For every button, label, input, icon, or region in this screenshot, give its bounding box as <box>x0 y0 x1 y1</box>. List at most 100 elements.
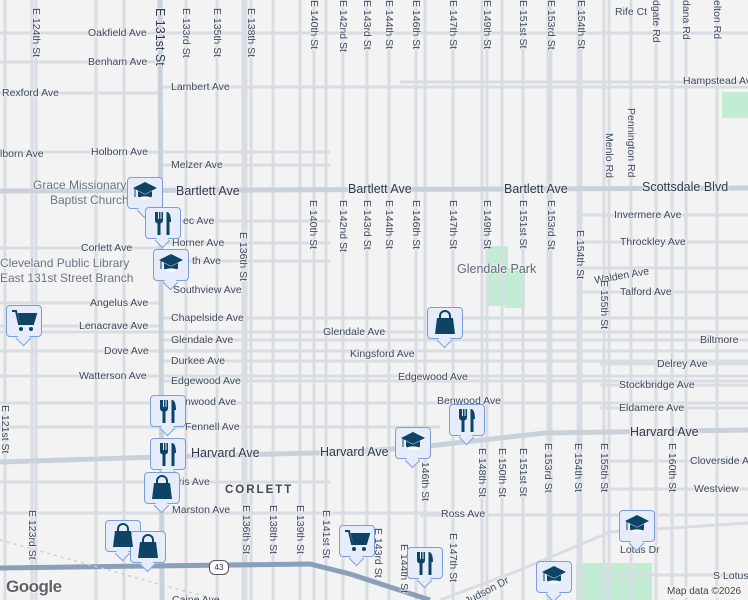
restaurant-marker[interactable] <box>449 404 485 436</box>
route-43-highway <box>0 561 431 600</box>
street-label-vertical: dana Rd <box>680 0 692 40</box>
school-marker[interactable] <box>395 427 431 459</box>
school-icon <box>401 432 425 450</box>
street-label: Eldamere Ave <box>619 402 685 414</box>
street-label-vertical: E 146th St <box>410 200 422 250</box>
street-label-vertical: E 123rd St <box>26 510 38 560</box>
restaurant-icon <box>160 400 176 423</box>
street-label-vertical: E 160th St <box>666 443 678 493</box>
street-label: nwood Ave <box>185 396 237 408</box>
street-label: Lotus Dr <box>620 544 660 556</box>
street-label-vertical: E 153rd St <box>545 200 557 250</box>
school-marker[interactable] <box>153 249 189 281</box>
street-label: Delrey Ave <box>657 358 708 370</box>
street-label: Scottsdale Blvd <box>642 180 729 194</box>
street-label: Dove Ave <box>104 345 149 357</box>
street-label-vertical: E 153rd St <box>545 0 557 50</box>
street-label-vertical: E 121st St <box>0 405 11 454</box>
shopping-marker[interactable] <box>144 472 180 504</box>
street-label: Rexford Ave <box>2 87 60 99</box>
school-marker[interactable] <box>127 177 163 209</box>
park-area <box>722 92 748 118</box>
bartlett-ave-road <box>0 185 748 194</box>
street-label-vertical: E 136th St <box>237 232 249 282</box>
poi-label[interactable]: East 131st Street Branch <box>0 271 134 285</box>
street-label: Rife Ct <box>615 6 648 18</box>
restaurant-icon <box>417 552 433 575</box>
street-label-vertical: E 151st St <box>517 0 529 49</box>
shopping-marker[interactable] <box>105 520 141 552</box>
street-label: Angelus Ave <box>90 297 149 309</box>
street-label-vertical: E 149th St <box>481 200 493 250</box>
street-label: Bartlett Ave <box>348 182 412 196</box>
poi-label[interactable]: Cleveland Public Library <box>0 256 130 270</box>
street-label: Glendale Ave <box>171 334 234 346</box>
restaurant-marker[interactable] <box>407 547 443 579</box>
park-label[interactable]: Glendale Park <box>457 262 537 276</box>
street-label: Chapelside Ave <box>171 312 244 324</box>
street-label-vertical: E 154th St <box>575 0 587 50</box>
street-label-vertical: E 147th St <box>447 0 459 50</box>
shopping-icon <box>138 534 158 558</box>
street-label-vertical: E 147th St <box>447 533 459 583</box>
shopping-marker[interactable] <box>427 307 463 339</box>
street-label: Edgewood Ave <box>398 371 468 383</box>
poi-label[interactable]: Grace Missionary <box>33 178 127 192</box>
street-label: Corlett Ave <box>81 242 133 254</box>
street-label-vertical: E 150th St <box>496 448 508 498</box>
glendale-park-area <box>505 268 525 308</box>
street-label: Durkee Ave <box>171 355 226 367</box>
restaurant-marker[interactable] <box>150 438 186 470</box>
street-label: Westview <box>694 483 739 495</box>
judson-dr-road <box>439 521 748 600</box>
street-label: Bartlett Ave <box>176 184 240 198</box>
school-marker[interactable] <box>536 561 572 593</box>
street-label-vertical: E 135th St <box>211 8 223 58</box>
street-label-vertical: E 133rd St <box>180 8 192 58</box>
street-label-vertical: E 154th St <box>572 443 584 493</box>
street-label: Melzer Ave <box>171 159 223 171</box>
street-label-vertical: E 136th St <box>240 505 252 555</box>
street-label-vertical: E 138th St <box>245 8 257 58</box>
map-attribution[interactable]: Map data ©2026 <box>665 586 744 598</box>
street-label-vertical: E 144th St <box>383 200 395 250</box>
restaurant-icon <box>155 212 171 235</box>
street-label-vertical: E 146th St <box>410 0 422 50</box>
street-label-vertical: E 148th St <box>476 448 488 498</box>
street-label: Watterson Ave <box>79 370 147 382</box>
street-label: Marston Ave <box>172 504 231 516</box>
street-label: Bartlett Ave <box>504 182 568 196</box>
restaurant-marker[interactable] <box>150 395 186 427</box>
street-label-vertical: E 155th St <box>598 443 610 493</box>
street-label: Hampstead Ave <box>683 75 748 87</box>
street-label: Holborn Ave <box>91 146 149 158</box>
street-label: ec Ave <box>183 215 215 227</box>
grocery-marker[interactable] <box>339 525 375 557</box>
street-label: Harvard Ave <box>191 446 260 460</box>
street-label: Benham Ave <box>88 56 148 68</box>
street-label: Caine Ave <box>172 594 220 600</box>
street-label-vertical: E 146th St <box>419 452 431 502</box>
street-label: lborn Ave <box>0 148 44 160</box>
restaurant-marker[interactable] <box>145 207 181 239</box>
street-label-vertical: E 142nd St <box>337 200 349 252</box>
grocery-marker[interactable] <box>6 305 42 337</box>
shopping-marker[interactable] <box>130 531 166 563</box>
street-label-vertical: E 143rd St <box>361 0 373 50</box>
street-label-vertical: E 143rd St <box>361 200 373 250</box>
grocery-icon <box>345 530 371 551</box>
street-label: S Lotus <box>713 570 748 582</box>
park-area <box>576 563 652 600</box>
route-43-shield: 43 <box>209 560 229 575</box>
street-label: Stockbridge Ave <box>619 379 695 391</box>
restaurant-icon <box>160 443 176 466</box>
street-label-vertical: E 139th St <box>294 505 306 555</box>
poi-label[interactable]: Baptist Church <box>50 193 129 207</box>
parks <box>488 92 748 600</box>
street-label-vertical: E 124th St <box>30 8 42 58</box>
street-label: Glendale Ave <box>323 326 386 338</box>
school-marker[interactable] <box>619 510 655 542</box>
restaurant-icon <box>459 409 475 432</box>
shopping-icon <box>113 523 133 547</box>
